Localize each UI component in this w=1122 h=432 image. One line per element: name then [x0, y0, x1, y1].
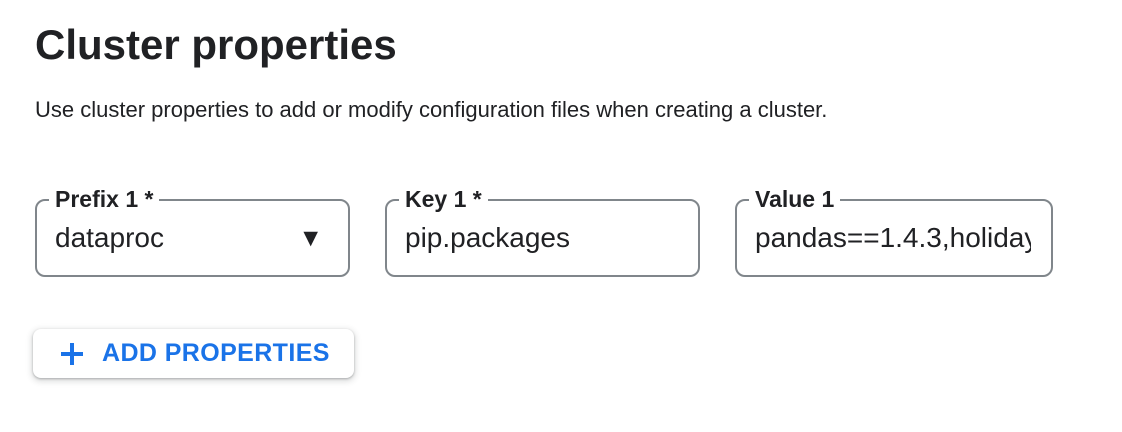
value-1-control [737, 213, 1051, 263]
key-1-control [387, 213, 698, 263]
key-1-input[interactable] [405, 222, 677, 254]
page-description: Use cluster properties to add or modify … [35, 97, 828, 122]
value-1-input[interactable] [755, 222, 1031, 254]
value-1-field: Value 1 [735, 186, 1053, 277]
key-1-field: Key 1 * [385, 186, 700, 277]
arrow-drop-down-icon: ▼ [303, 226, 318, 249]
page-title: Cluster properties [35, 21, 397, 68]
prefix-1-label: Prefix 1 * [55, 186, 154, 212]
value-1-label: Value 1 [755, 186, 835, 212]
add-properties-button[interactable]: ADD PROPERTIES [33, 329, 354, 378]
property-fields-row: Prefix 1 * dataproc ▼ Key 1 * Value 1 [35, 186, 1087, 277]
prefix-1-control[interactable]: dataproc ▼ [37, 213, 348, 263]
prefix-1-selected-value: dataproc [55, 222, 164, 253]
key-1-label: Key 1 * [405, 186, 482, 212]
plus-icon [61, 342, 83, 365]
add-properties-label: ADD PROPERTIES [102, 339, 330, 367]
prefix-1-select[interactable]: Prefix 1 * dataproc ▼ [35, 186, 350, 277]
